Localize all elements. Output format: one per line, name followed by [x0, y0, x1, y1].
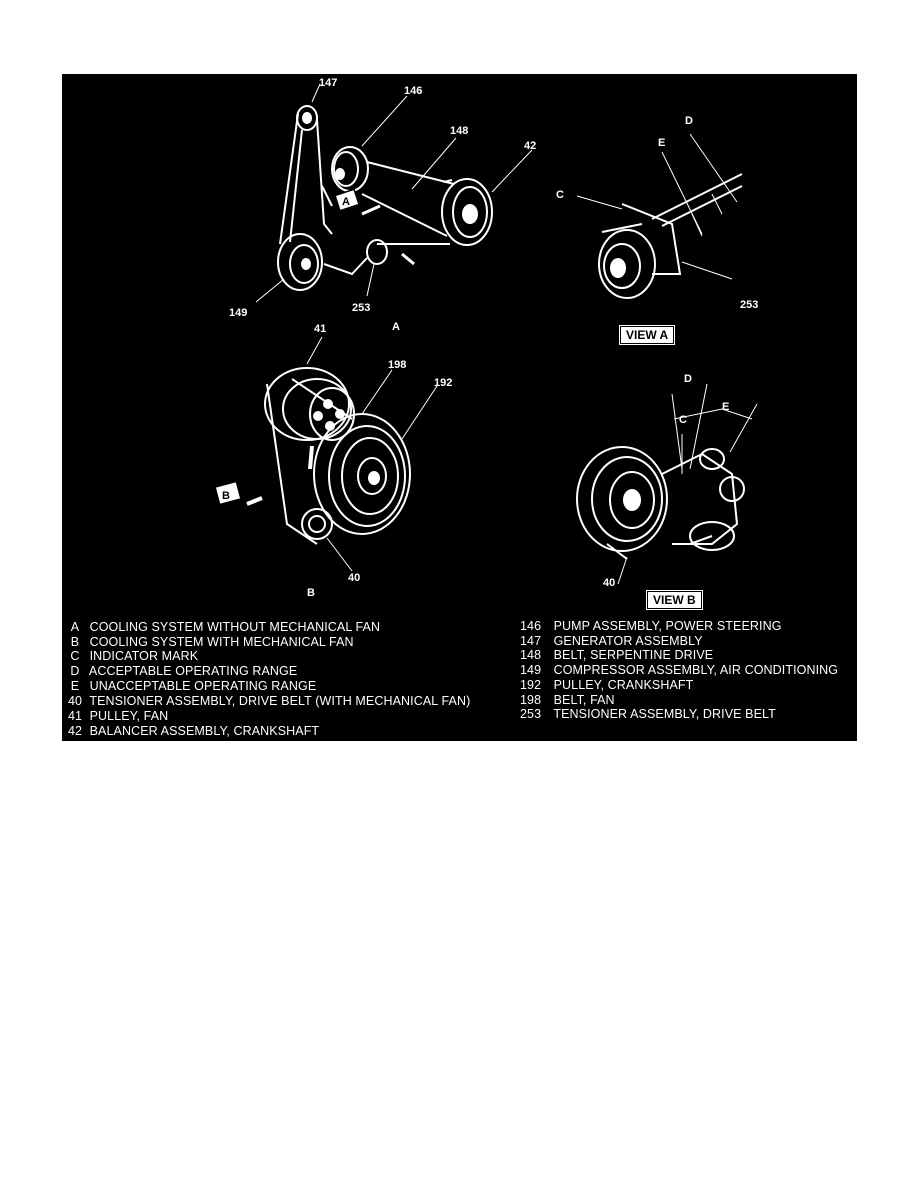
- callout-42: 42: [524, 140, 536, 152]
- legend-item-149: 149 COMPRESSOR ASSEMBLY, AIR CONDITIONIN…: [520, 663, 839, 677]
- letter-b-box-label: B: [222, 490, 230, 502]
- legend-item-c: C INDICATOR MARK: [70, 649, 199, 663]
- view-b-tensioner-illustration: [576, 383, 758, 585]
- legend-item-41: 41 PULLEY, FAN: [67, 709, 169, 723]
- serpentine-drive-illustration: [255, 83, 533, 303]
- diagram-artwork: 147 146 148 42 A 149 253 A D E C 253 41 …: [214, 77, 758, 599]
- view-b-callout-d: D: [684, 373, 692, 385]
- legend-item-198: 198 BELT, FAN: [520, 693, 615, 707]
- view-a-callout-c: C: [556, 189, 564, 201]
- callout-146: 146: [404, 85, 422, 97]
- view-b-callout-40: 40: [603, 577, 615, 589]
- view-a-callout-253: 253: [740, 299, 758, 311]
- view-a-label: VIEW A: [618, 325, 676, 345]
- legend-item-40: 40 TENSIONER ASSEMBLY, DRIVE BELT (WITH …: [67, 694, 471, 708]
- legend-item-d: D ACCEPTABLE OPERATING RANGE: [70, 664, 298, 678]
- callout-149: 149: [229, 307, 247, 319]
- callout-40: 40: [348, 572, 360, 584]
- view-a-callout-e: E: [658, 137, 665, 149]
- view-b-marker-box: [214, 480, 242, 506]
- legend-item-253: 253 TENSIONER ASSEMBLY, DRIVE BELT: [520, 707, 776, 721]
- view-b-label: VIEW B: [646, 590, 703, 610]
- drive-belt-diagram: 147 146 148 42 A 149 253 A D E C 253 41 …: [62, 74, 857, 741]
- callout-198: 198: [388, 359, 406, 371]
- section-a-label: A: [392, 321, 400, 333]
- view-b-callout-c: C: [679, 414, 687, 426]
- callout-41: 41: [314, 323, 326, 335]
- fan-drive-illustration: [246, 336, 438, 572]
- letter-a-box-label: A: [342, 196, 350, 208]
- view-a-callout-d: D: [685, 115, 693, 127]
- view-a-marker-box: [334, 188, 360, 212]
- legend-item-e: E UNACCEPTABLE OPERATING RANGE: [70, 679, 317, 693]
- legend-item-147: 147 GENERATOR ASSEMBLY: [520, 634, 703, 648]
- legend-item-148: 148 BELT, SERPENTINE DRIVE: [520, 648, 714, 662]
- legend-item-146: 146 PUMP ASSEMBLY, POWER STEERING: [520, 619, 782, 633]
- legend-item-192: 192 PULLEY, CRANKSHAFT: [520, 678, 694, 692]
- section-b-label: B: [307, 587, 315, 599]
- view-b-callout-e: E: [722, 401, 729, 413]
- legend-item-a: A COOLING SYSTEM WITHOUT MECHANICAL FAN: [70, 620, 381, 634]
- legend-item-42: 42 BALANCER ASSEMBLY, CRANKSHAFT: [67, 724, 320, 738]
- callout-147: 147: [319, 77, 337, 89]
- legend-item-b: B COOLING SYSTEM WITH MECHANICAL FAN: [70, 635, 354, 649]
- view-a-tensioner-illustration: [576, 133, 743, 299]
- callout-192: 192: [434, 377, 452, 389]
- callout-253: 253: [352, 302, 370, 314]
- callout-148: 148: [450, 125, 468, 137]
